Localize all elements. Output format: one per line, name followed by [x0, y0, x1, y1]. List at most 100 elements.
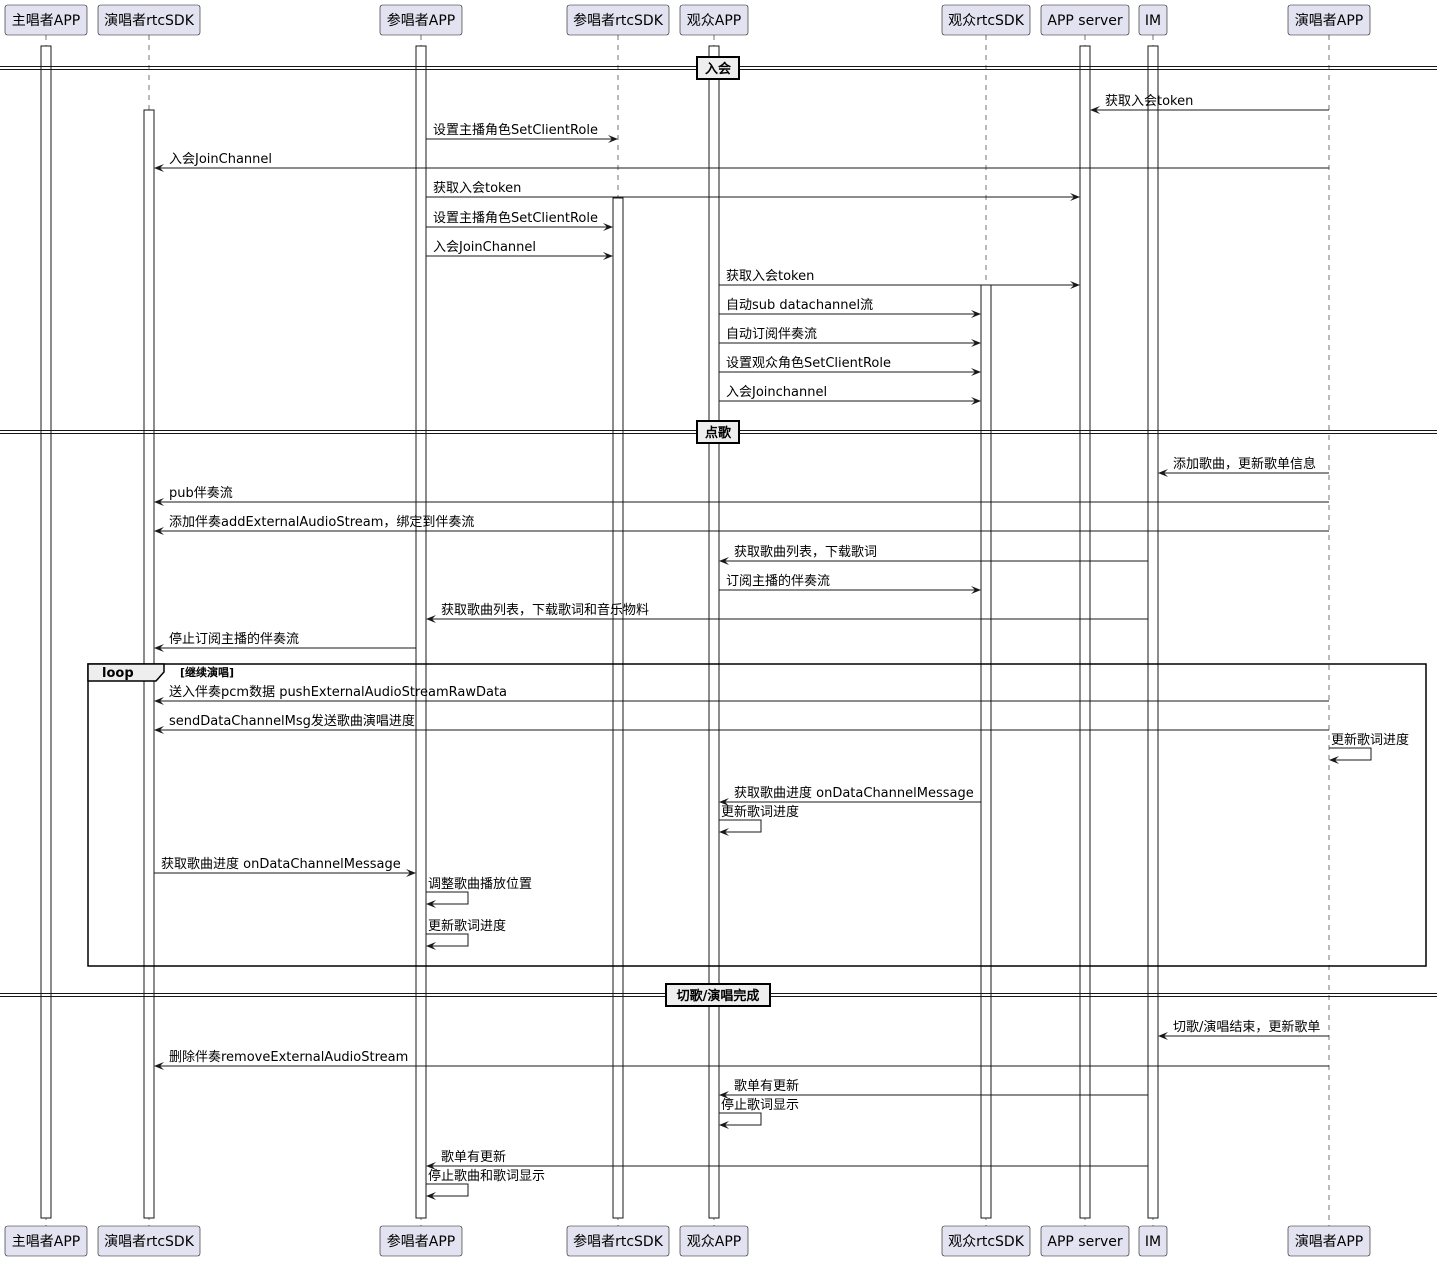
- participant-audience_app-bottom[interactable]: 观众APP: [679, 1225, 749, 1257]
- activation-bar-chorus_app: [415, 45, 427, 1219]
- participant-label: 参唱者APP: [387, 12, 455, 29]
- participant-chorus_app-top[interactable]: 参唱者APP: [379, 4, 463, 36]
- arrow-head-icon: [719, 1091, 729, 1099]
- participant-heads: 主唱者APP 主唱者APP 演唱者rtcSDK 演唱者rtcSDK 参唱者APP 参唱者A…: [4, 4, 1371, 1257]
- message: 歌单有更新: [719, 1078, 1148, 1099]
- participant-singer_sdk-top[interactable]: 演唱者rtcSDK: [97, 4, 201, 36]
- message-label: 歌单有更新: [734, 1078, 799, 1094]
- message-label: 添加歌曲，更新歌单信息: [1173, 456, 1316, 472]
- participant-audience_app-top[interactable]: 观众APP: [679, 4, 749, 36]
- message: 设置观众角色SetClientRole: [719, 355, 981, 376]
- message-line: [426, 933, 469, 947]
- participant-app_server-bottom[interactable]: APP server: [1040, 1225, 1130, 1257]
- message-label: 入会JoinChannel: [169, 152, 272, 167]
- arrow-head-icon: [154, 1062, 164, 1070]
- message-label: 设置主播角色SetClientRole: [433, 210, 598, 226]
- message-label: 切歌/演唱结束，更新歌单: [1173, 1019, 1320, 1035]
- arrow-head-icon: [1070, 193, 1080, 201]
- participant-singer_app-top[interactable]: 演唱者APP: [1287, 4, 1371, 36]
- participant-label: APP server: [1047, 1234, 1122, 1250]
- message-line: [1329, 747, 1372, 761]
- participant-label: IM: [1145, 13, 1161, 29]
- message-label: 获取入会token: [1105, 94, 1193, 109]
- message-label: 自动sub datachannel流: [726, 298, 873, 313]
- participant-audience_sdk-top[interactable]: 观众rtcSDK: [941, 4, 1031, 36]
- message: 添加歌曲，更新歌单信息: [1158, 456, 1329, 477]
- participant-box: [679, 4, 749, 36]
- message: 获取歌曲进度 onDataChannelMessage: [719, 785, 981, 806]
- participant-singer_sdk-bottom[interactable]: 演唱者rtcSDK: [97, 1225, 201, 1257]
- participant-box: [1040, 1225, 1130, 1257]
- participant-im-top[interactable]: IM: [1138, 4, 1168, 36]
- message-label: 停止歌曲和歌词显示: [428, 1168, 545, 1184]
- message: sendDataChannelMsg发送歌曲演唱进度: [154, 713, 1329, 734]
- message-label: 获取歌曲列表，下载歌词和音乐物料: [441, 602, 649, 618]
- message-label: 自动订阅伴奏流: [726, 327, 817, 342]
- message-line: [426, 1183, 469, 1197]
- participant-label: 观众APP: [687, 13, 741, 29]
- participant-chorus_app-bottom[interactable]: 参唱者APP: [379, 1225, 463, 1257]
- participant-box: [4, 4, 88, 36]
- arrow-head-icon: [154, 726, 164, 734]
- participant-app_server-top[interactable]: APP server: [1040, 4, 1130, 36]
- arrow-head-icon: [1070, 281, 1080, 289]
- message: 入会JoinChannel: [426, 240, 613, 260]
- participant-box: [566, 4, 670, 36]
- arrow-head-icon: [971, 310, 981, 318]
- arrow-head-icon: [971, 397, 981, 405]
- message: 获取入会token: [1090, 94, 1329, 114]
- message: 入会Joinchannel: [719, 385, 981, 405]
- message-label: 删除伴奏removeExternalAudioStream: [169, 1050, 408, 1065]
- message: 自动sub datachannel流: [719, 298, 981, 318]
- message: 更新歌词进度: [1329, 732, 1409, 764]
- message-line: [426, 891, 469, 905]
- participant-box: [1138, 4, 1168, 36]
- participant-chorus_sdk-bottom[interactable]: 参唱者rtcSDK: [566, 1225, 670, 1257]
- participant-im-bottom[interactable]: IM: [1138, 1225, 1168, 1257]
- message: 获取歌曲列表，下载歌词: [719, 545, 1148, 565]
- message: 送入伴奏pcm数据 pushExternalAudioStreamRawData: [154, 685, 1329, 705]
- participant-label: 演唱者rtcSDK: [104, 1234, 195, 1250]
- message-label: 更新歌词进度: [721, 804, 799, 820]
- participant-box: [1287, 4, 1371, 36]
- message-label: 获取歌曲进度 onDataChannelMessage: [161, 856, 401, 872]
- arrow-head-icon: [719, 1121, 729, 1129]
- participant-box: [679, 1225, 749, 1257]
- message: 获取入会token: [426, 181, 1080, 201]
- message: 设置主播角色SetClientRole: [426, 210, 613, 231]
- arrow-head-icon: [603, 252, 613, 260]
- participant-label: APP server: [1047, 13, 1122, 29]
- participant-label: 观众rtcSDK: [948, 1234, 1025, 1250]
- message-label: 歌单有更新: [441, 1149, 506, 1165]
- activation-bar-audience_sdk: [980, 284, 992, 1219]
- message-label: 送入伴奏pcm数据 pushExternalAudioStreamRawData: [169, 685, 507, 700]
- lifelines: [45, 35, 1330, 1226]
- participant-chorus_sdk-top[interactable]: 参唱者rtcSDK: [566, 4, 670, 36]
- section-label: 切歌/演唱完成: [677, 988, 760, 1004]
- section-divider: 点歌: [0, 420, 1437, 444]
- participant-audience_sdk-bottom[interactable]: 观众rtcSDK: [941, 1225, 1031, 1257]
- message-label: sendDataChannelMsg发送歌曲演唱进度: [169, 713, 415, 729]
- message: 更新歌词进度: [426, 918, 506, 950]
- arrow-head-icon: [719, 557, 729, 565]
- message-label: 获取入会token: [726, 269, 814, 284]
- message-label: 获取入会token: [433, 181, 521, 196]
- loop-frame: loop[继续演唱]: [87, 663, 1427, 967]
- message-line: [719, 819, 762, 833]
- participant-singer_app-bottom[interactable]: 演唱者APP: [1287, 1225, 1371, 1257]
- message-line: [719, 1112, 762, 1126]
- message: 添加伴奏addExternalAudioStream，绑定到伴奏流: [154, 515, 1329, 535]
- arrow-head-icon: [426, 1192, 436, 1200]
- message: 更新歌词进度: [719, 804, 799, 836]
- message-label: 入会Joinchannel: [726, 385, 827, 400]
- participant-lead_app-top[interactable]: 主唱者APP: [4, 4, 88, 36]
- message-label: 更新歌词进度: [1331, 732, 1409, 748]
- participant-box: [1138, 1225, 1168, 1257]
- arrow-head-icon: [154, 527, 164, 535]
- message: 停止歌曲和歌词显示: [426, 1168, 545, 1200]
- participant-label: 主唱者APP: [12, 1234, 80, 1250]
- arrow-head-icon: [1329, 756, 1339, 764]
- arrow-head-icon: [1158, 1032, 1168, 1040]
- message-label: 添加伴奏addExternalAudioStream，绑定到伴奏流: [169, 515, 474, 530]
- participant-lead_app-bottom[interactable]: 主唱者APP: [4, 1225, 88, 1257]
